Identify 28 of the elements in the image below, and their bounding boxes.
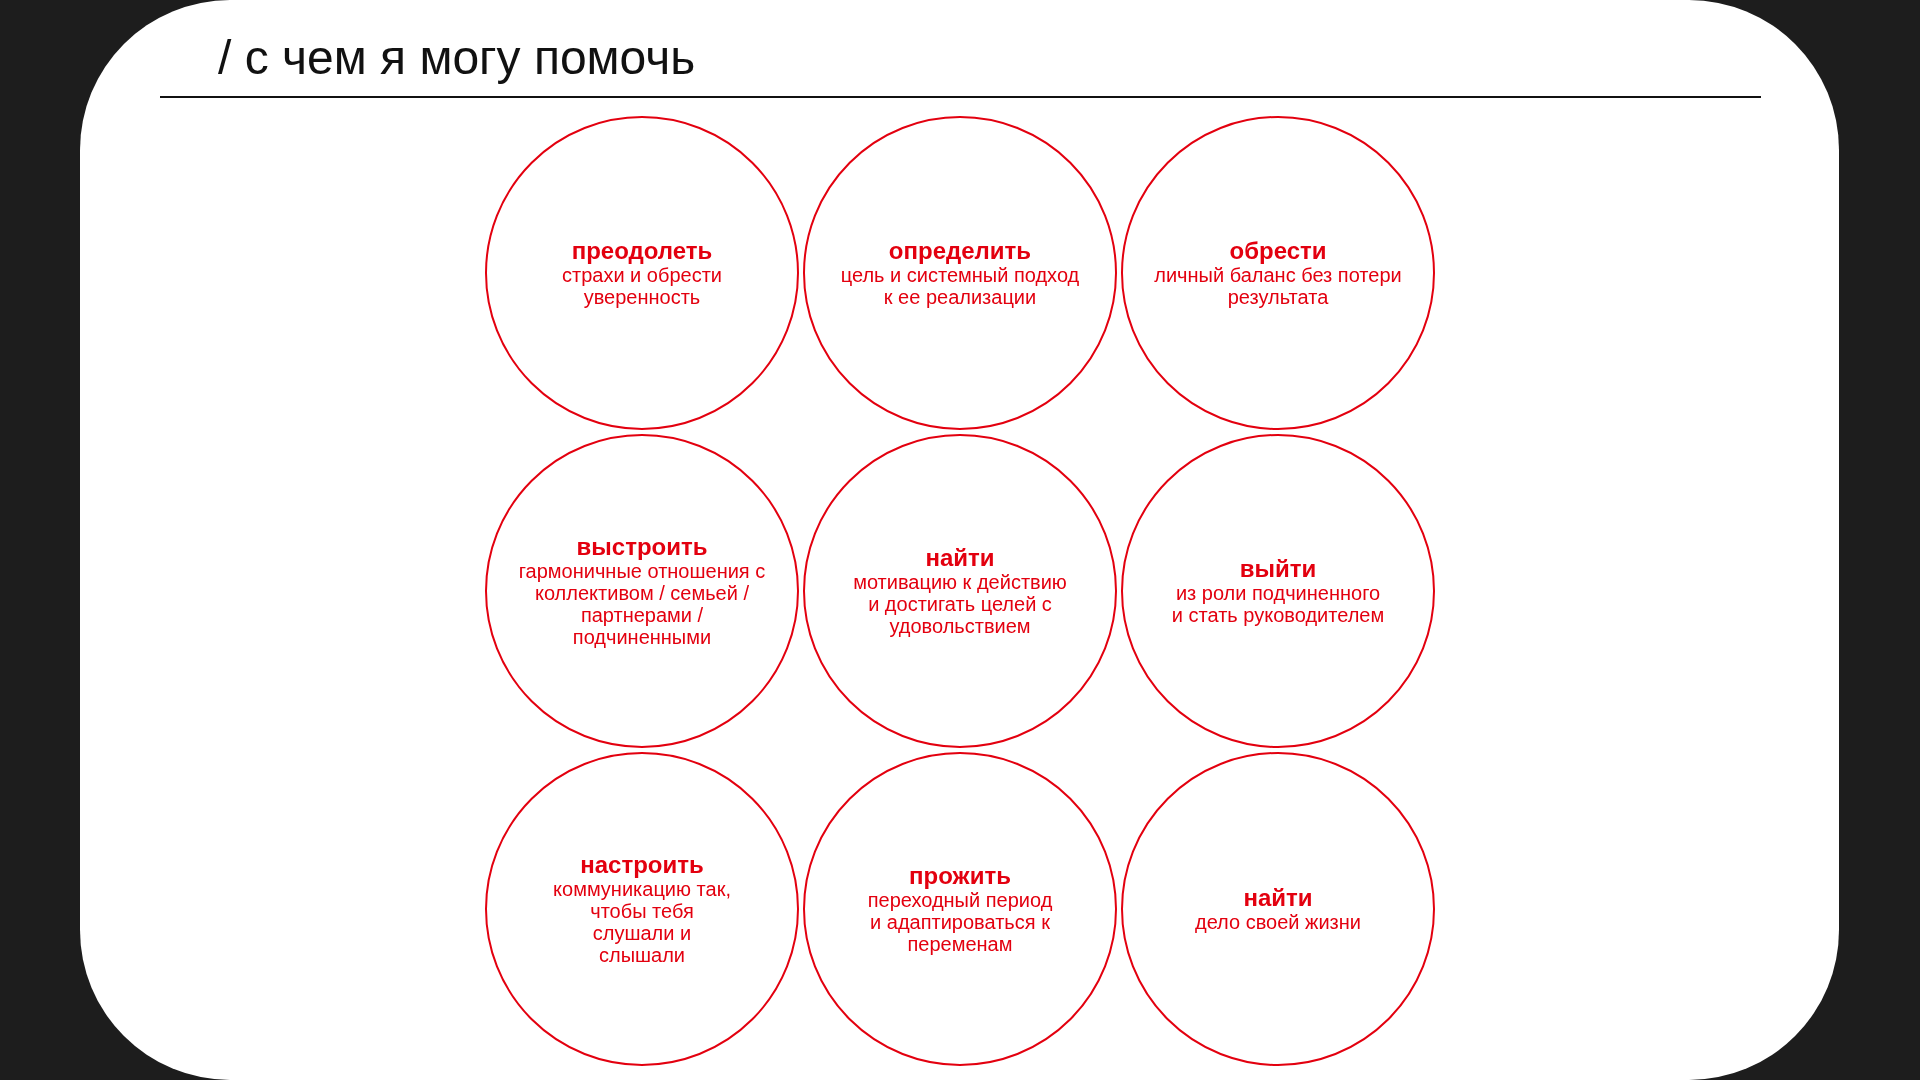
circle-description: коммуникацию так, чтобы тебя слушали и слышали [552,878,732,966]
circle-heading: прожить [909,863,1011,889]
topic-circle [803,116,1117,430]
circle-description: мотивацию к действию и достигать целей с удовольствием [852,571,1068,637]
circle-heading: выстроить [576,534,708,560]
circle-heading: выйти [1239,556,1317,582]
topic-circle [485,752,799,1066]
circle-description: переходный период и адаптироваться к переменам [867,889,1053,955]
circle-description: дело своей жизни [1194,911,1362,933]
circle-heading: обрести [1229,238,1327,264]
circle-description: личный баланс без потери результата [1153,264,1403,308]
topic-circle [1121,116,1435,430]
circle-heading: найти [1243,885,1313,911]
topic-circle [1121,752,1435,1066]
circle-heading: найти [925,545,995,571]
circle-heading: настроить [580,852,704,878]
topic-circle [485,116,799,430]
circle-description: цель и системный подход к ее реализации [839,264,1081,308]
circle-description: из роли подчиненного и стать руководителем [1170,582,1386,626]
page-title: / с чем я могу помочь [218,30,696,86]
circle-description: гармоничные отношения с коллективом / семьей / партнерами / подчиненными [517,560,767,648]
circle-heading: преодолеть [571,238,713,264]
circle-heading: определить [888,238,1032,264]
topic-circle [803,752,1117,1066]
circle-description: страхи и обрести уверенность [561,264,723,308]
topic-circle [803,434,1117,748]
topic-circle [485,434,799,748]
topic-circle [1121,434,1435,748]
